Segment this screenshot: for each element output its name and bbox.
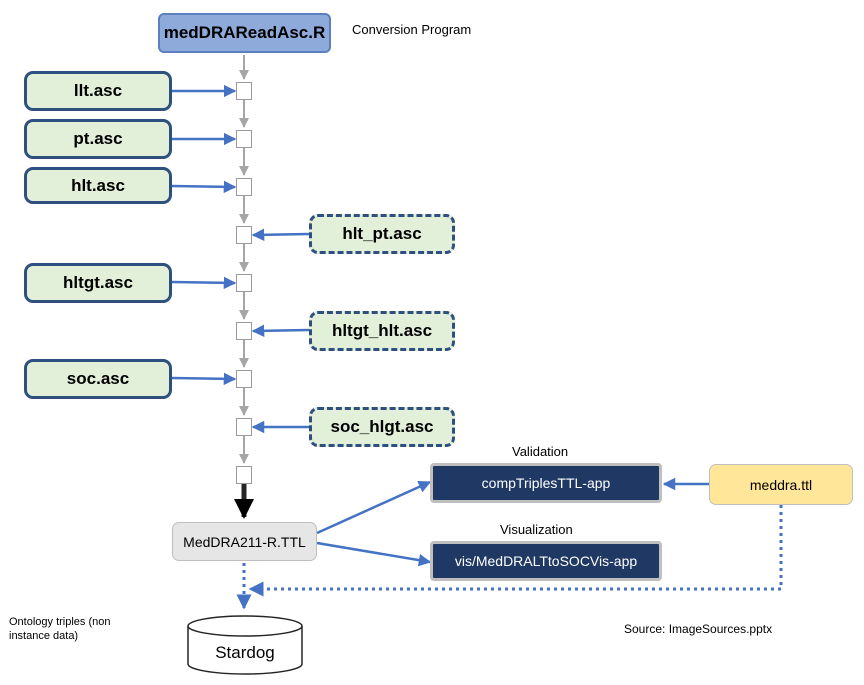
input-arrows-left bbox=[171, 84, 237, 386]
process-step-1 bbox=[236, 82, 252, 100]
ttl-to-app-arrows bbox=[316, 477, 709, 567]
process-step-4 bbox=[236, 226, 252, 244]
source-ttl-box: meddra.ttl bbox=[709, 464, 853, 505]
process-step-9 bbox=[236, 466, 252, 484]
dotted-load-lines bbox=[236, 505, 783, 610]
visualization-app-box: vis/MedDRALTtoSOCVis-app bbox=[430, 541, 662, 581]
source-note: Source: ImageSources.pptx bbox=[624, 622, 773, 636]
input-file-hlt-pt: hlt_pt.asc bbox=[309, 214, 455, 254]
database-cylinder-icon bbox=[187, 615, 303, 675]
process-step-5 bbox=[236, 274, 252, 292]
validation-app-box: compTriplesTTL-app bbox=[430, 463, 662, 503]
process-step-8 bbox=[236, 418, 252, 436]
input-file-hlt: hlt.asc bbox=[24, 167, 172, 204]
output-ttl-box: MedDRA211-R.TTL bbox=[172, 522, 317, 561]
input-file-hltgt-hlt: hltgt_hlt.asc bbox=[309, 311, 455, 351]
process-step-2 bbox=[236, 130, 252, 148]
database-caption: Ontology triples (non instance data) bbox=[9, 616, 111, 642]
visualization-heading: Visualization bbox=[500, 522, 573, 537]
database-label: Stardog bbox=[215, 643, 275, 662]
input-arrows-right bbox=[251, 228, 310, 434]
input-file-llt: llt.asc bbox=[24, 71, 172, 111]
conversion-program-box: medDRAReadAsc.R bbox=[158, 13, 331, 53]
input-file-soc: soc.asc bbox=[24, 359, 172, 399]
validation-heading: Validation bbox=[512, 444, 569, 459]
input-file-hltgt: hltgt.asc bbox=[24, 263, 172, 303]
input-file-pt: pt.asc bbox=[24, 119, 172, 159]
process-step-3 bbox=[236, 178, 252, 196]
conversion-program-caption: Conversion Program bbox=[352, 22, 472, 37]
process-step-7 bbox=[236, 370, 252, 388]
input-file-soc-hlgt: soc_hlgt.asc bbox=[309, 407, 455, 447]
process-step-6 bbox=[236, 322, 252, 340]
